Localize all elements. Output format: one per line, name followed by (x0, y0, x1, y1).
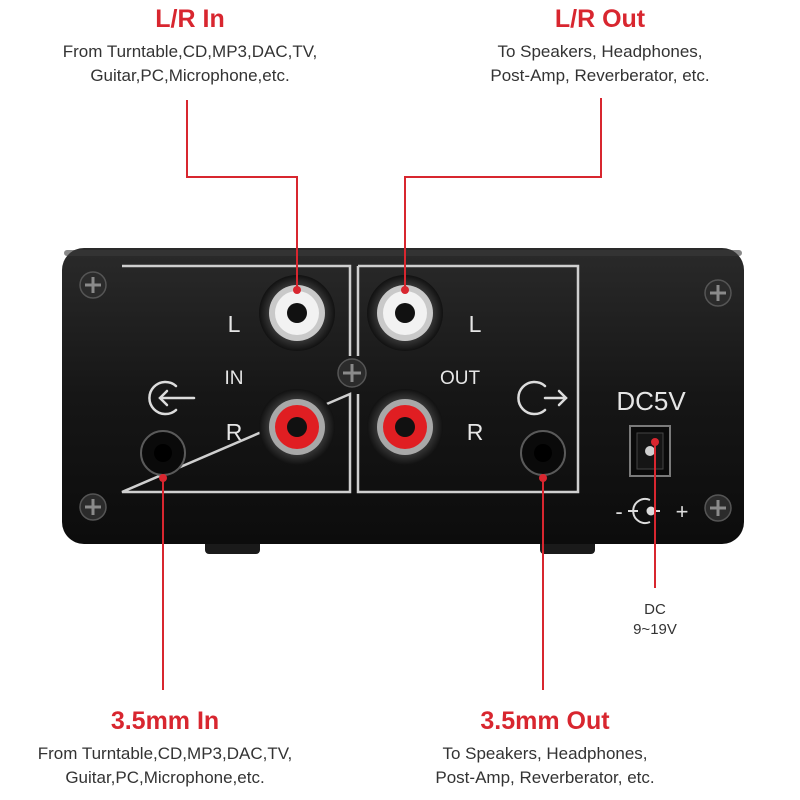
label-out: OUT (440, 368, 481, 389)
label-dc5v: DC5V (616, 386, 686, 416)
callout-dc: DC 9~19V (615, 600, 695, 640)
callout-dc-line1: DC (644, 601, 666, 618)
label-in-r: R (226, 419, 243, 445)
callout-line-35-in (159, 474, 167, 690)
callout-35-in: 3.5mm In From Turntable,CD,MP3,DAC,TV, G… (5, 706, 325, 790)
corner-screw-icon (79, 493, 107, 521)
callout-desc-line2: Guitar,PC,Microphone,etc. (90, 66, 290, 85)
callout-line-lr-in (186, 100, 301, 294)
corner-screw-icon (704, 494, 732, 522)
rca-in-right-red[interactable] (259, 389, 335, 465)
polarity-minus: - (615, 499, 622, 524)
panel-outline-left (121, 264, 352, 494)
callout-dc-line2: 9~19V (633, 621, 677, 638)
callout-desc-line1: To Speakers, Headphones, (442, 744, 648, 763)
callout-desc-line1: From Turntable,CD,MP3,DAC,TV, (62, 42, 318, 61)
callout-lr-out: L/R Out To Speakers, Headphones, Post-Am… (435, 4, 765, 88)
polarity-plus: + (676, 499, 689, 524)
callout-desc-line1: From Turntable,CD,MP3,DAC,TV, (37, 744, 293, 763)
arrow-out-of-bracket-icon (517, 380, 568, 416)
callout-title: 3.5mm Out (480, 707, 610, 735)
callout-35-out: 3.5mm Out To Speakers, Headphones, Post-… (385, 706, 705, 790)
label-out-r: R (467, 419, 484, 445)
panel-outline-right (356, 264, 580, 494)
callout-title: 3.5mm In (110, 707, 220, 735)
label-in-l: L (228, 311, 241, 337)
callout-lr-in: L/R In From Turntable,CD,MP3,DAC,TV, Gui… (25, 4, 355, 88)
callout-desc-line1: To Speakers, Headphones, (497, 42, 703, 61)
jack-35mm-out[interactable] (520, 430, 566, 476)
callout-title: L/R Out (554, 5, 646, 33)
callout-desc-line2: Post-Amp, Reverberator, etc. (435, 768, 655, 787)
callout-desc-line2: Guitar,PC,Microphone,etc. (65, 768, 265, 787)
rca-out-right-red[interactable] (367, 389, 443, 465)
corner-screw-icon (704, 279, 732, 307)
callout-title: L/R In (155, 5, 225, 33)
label-in: IN (225, 368, 244, 389)
center-screw-icon (337, 358, 367, 388)
rca-out-left-white[interactable] (367, 275, 443, 351)
corner-screw-icon (79, 271, 107, 299)
rca-in-left-white[interactable] (259, 275, 335, 351)
label-out-l: L (469, 311, 482, 337)
jack-35mm-in[interactable] (140, 430, 186, 476)
callout-desc-line2: Post-Amp, Reverberator, etc. (490, 66, 710, 85)
callout-line-35-out (539, 474, 547, 690)
callout-line-dc (651, 438, 659, 588)
arrow-into-bracket-icon (148, 380, 196, 416)
dc-power-port[interactable] (629, 425, 671, 477)
callout-line-lr-out (401, 98, 602, 294)
